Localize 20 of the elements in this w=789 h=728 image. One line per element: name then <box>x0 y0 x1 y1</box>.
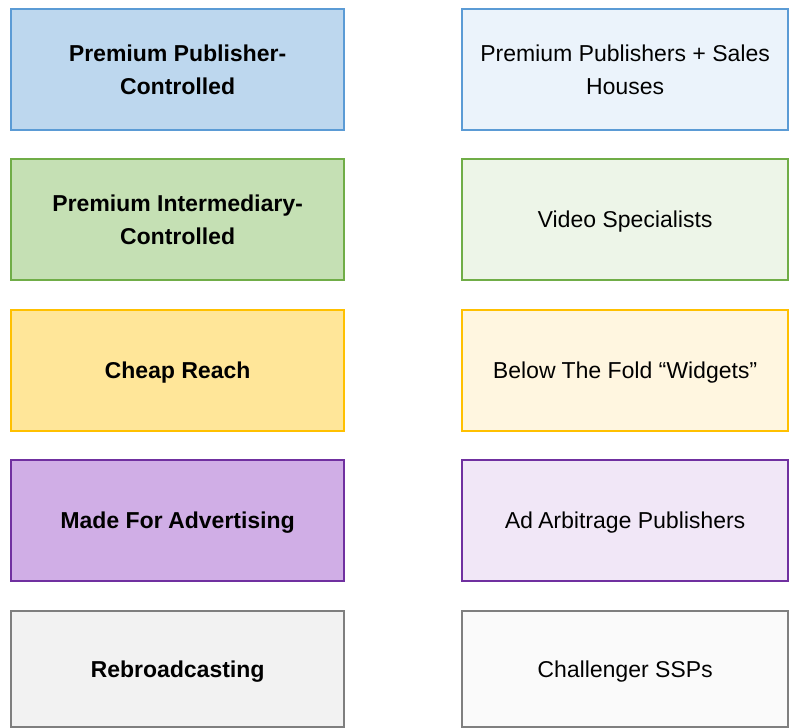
box-label: Premium Intermediary-Controlled <box>51 189 304 250</box>
box-label: Video Specialists <box>538 205 712 234</box>
box-label: Premium Publisher-Controlled <box>68 39 288 100</box>
box-label: Rebroadcasting <box>90 654 264 684</box>
category-box <box>461 8 789 131</box>
category-box <box>461 610 789 728</box>
box-label: Challenger SSPs <box>537 654 713 684</box>
box-label: Ad Arbitrage Publishers <box>504 506 746 536</box>
category-box <box>10 8 345 131</box>
category-box <box>461 158 789 281</box>
box-label: Premium Publishers + Sales Houses <box>479 39 771 100</box>
category-box <box>10 309 345 432</box>
box-label: Made For Advertising <box>60 506 295 536</box>
category-box <box>461 309 789 432</box>
box-label: Below The Fold “Widgets” <box>492 356 758 386</box>
category-box <box>10 459 345 582</box>
category-box <box>10 610 345 728</box>
category-box <box>10 158 345 281</box>
category-box <box>461 459 789 582</box>
box-label: Cheap Reach <box>104 356 250 386</box>
